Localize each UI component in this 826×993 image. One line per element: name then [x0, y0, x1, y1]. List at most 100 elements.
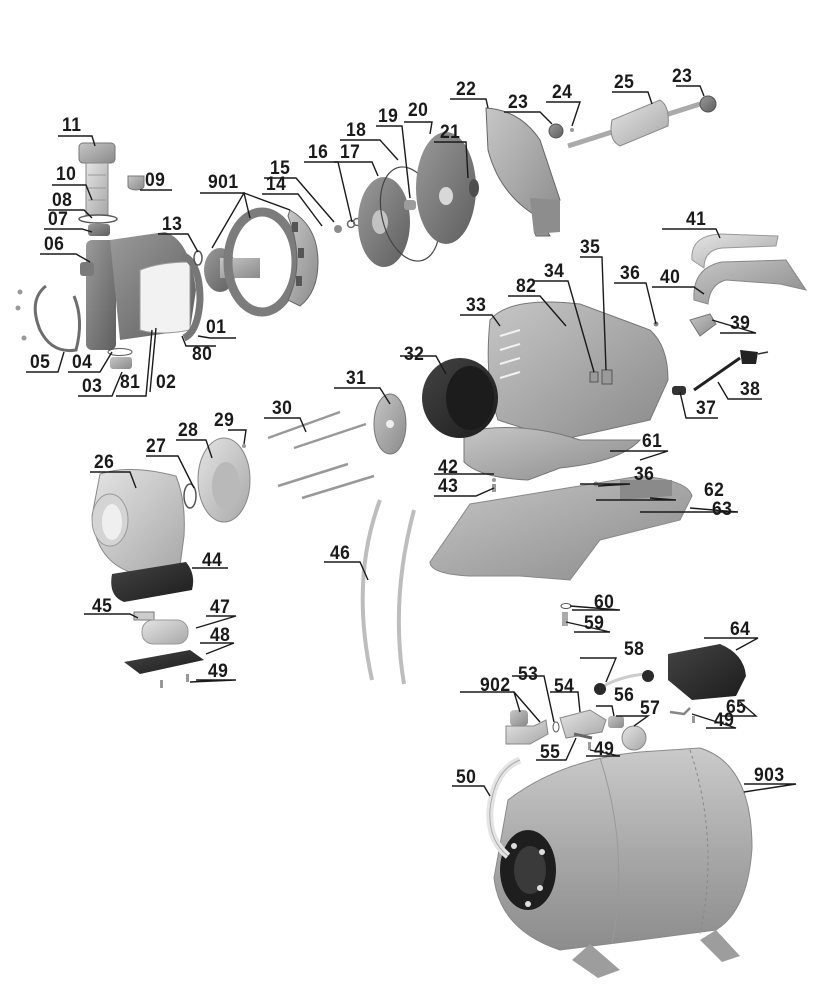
callout-09: 09: [145, 170, 166, 191]
part-21-mechanical-seal: [469, 179, 479, 197]
part-08-o-ring: [78, 214, 118, 224]
part-40-handle-base: [693, 259, 808, 305]
callout-38: 38: [740, 379, 761, 400]
part-19-bushing: [404, 200, 416, 210]
callout-53: 53: [518, 664, 539, 685]
part-31-fan: [373, 393, 407, 455]
callout-49b: 49: [594, 739, 615, 760]
part-46-connecting-cables: [360, 499, 416, 685]
callout-03: 03: [82, 376, 103, 397]
part-53-o-ring: [552, 721, 560, 733]
callout-49a: 49: [208, 661, 229, 682]
part-33-motor-housing: [487, 301, 669, 441]
part-60-terminal-lug: [560, 603, 572, 609]
callout-40: 40: [660, 267, 681, 288]
callout-24: 24: [552, 82, 573, 103]
part-48-capacitor-base: [124, 650, 204, 674]
callout-01: 01: [206, 317, 227, 338]
part-23-bearing-front: [548, 123, 564, 139]
callout-02: 02: [156, 372, 177, 393]
callout-81: 81: [120, 372, 141, 393]
callout-04: 04: [72, 352, 93, 373]
callout-13: 13: [162, 214, 183, 235]
part-59-screw: [562, 612, 568, 626]
part-07-insert: [88, 224, 110, 236]
callout-30: 30: [272, 398, 293, 419]
part-65-bracket: [669, 707, 691, 716]
callout-37: 37: [696, 398, 717, 419]
part-902-elbow-fitting: [505, 710, 549, 745]
callout-82: 82: [516, 276, 537, 297]
callout-58: 58: [624, 639, 645, 660]
callout-16: 16: [308, 142, 329, 163]
callout-20: 20: [408, 100, 429, 121]
leader-lines: [26, 85, 797, 797]
part-49-screw-right: [186, 674, 189, 682]
callout-27: 27: [146, 436, 167, 457]
callout-17: 17: [340, 142, 361, 163]
callout-64: 64: [730, 619, 751, 640]
callout-56: 56: [614, 685, 635, 706]
part-55-clip: [573, 732, 593, 740]
part-45-terminal-block: [133, 611, 155, 621]
callout-25: 25: [614, 72, 635, 93]
part-49-screw-fitting: [588, 742, 591, 750]
part-20-seal-plate: [416, 132, 476, 244]
part-901-diffuser-stage-set: [204, 207, 319, 317]
callout-902: 902: [480, 675, 511, 696]
callout-57: 57: [640, 698, 661, 719]
callout-26: 26: [94, 452, 115, 473]
callout-39: 39: [730, 313, 751, 334]
callout-35: 35: [580, 237, 601, 258]
callout-47: 47: [210, 597, 231, 618]
part-24-key: [570, 128, 574, 132]
part-39-cable-clamp: [689, 313, 717, 337]
part-26-stator: [91, 468, 185, 573]
callout-59: 59: [584, 613, 605, 634]
part-903-pressure-tank: [493, 747, 753, 978]
callout-49c: 49: [714, 710, 735, 731]
part-63-pump-base: [429, 475, 693, 581]
callout-55: 55: [540, 742, 561, 763]
callout-62: 62: [704, 480, 725, 501]
part-28-motor-flange: [197, 437, 251, 523]
callout-14: 14: [266, 174, 287, 195]
callout-80: 80: [192, 344, 213, 365]
callout-06: 06: [44, 234, 65, 255]
callout-901: 901: [208, 172, 239, 193]
callout-10: 10: [56, 164, 77, 185]
callout-11: 11: [62, 115, 82, 136]
callout-50: 50: [456, 767, 477, 788]
part-13-o-ring: [193, 250, 203, 266]
part-10-filter-basket: [85, 162, 109, 216]
part-23-bearing-rear: [699, 95, 717, 113]
part-41-handle-top: [691, 233, 779, 269]
part-38-power-cord: [693, 350, 769, 392]
callout-61: 61: [642, 431, 663, 452]
callout-32: 32: [404, 344, 425, 365]
part-56-adapter: [608, 716, 624, 728]
part-57-pressure-gauge: [621, 725, 647, 751]
part-49-screw-left: [160, 680, 163, 688]
part-47-capacitor: [141, 619, 189, 645]
callout-18: 18: [346, 120, 367, 141]
part-27-o-ring: [183, 483, 197, 509]
part-14-nut: [334, 225, 342, 233]
part-49-screw-bracket: [692, 716, 695, 723]
callout-54: 54: [554, 676, 575, 697]
part-37-cord-grommet: [672, 386, 686, 395]
callout-42: 42: [438, 457, 459, 478]
callout-48: 48: [210, 625, 231, 646]
callout-21: 21: [440, 122, 461, 143]
callout-15: 15: [270, 158, 291, 179]
callout-31: 31: [346, 368, 367, 389]
part-09-plug: [127, 175, 145, 191]
part-05-clamp-ring: [33, 284, 81, 353]
part-64-pressure-switch: [668, 644, 746, 700]
callout-63: 63: [712, 499, 733, 520]
callout-23b: 23: [672, 66, 693, 87]
part-35-switch-cover: [601, 369, 613, 385]
callout-41: 41: [686, 209, 707, 230]
callout-23a: 23: [508, 92, 529, 113]
